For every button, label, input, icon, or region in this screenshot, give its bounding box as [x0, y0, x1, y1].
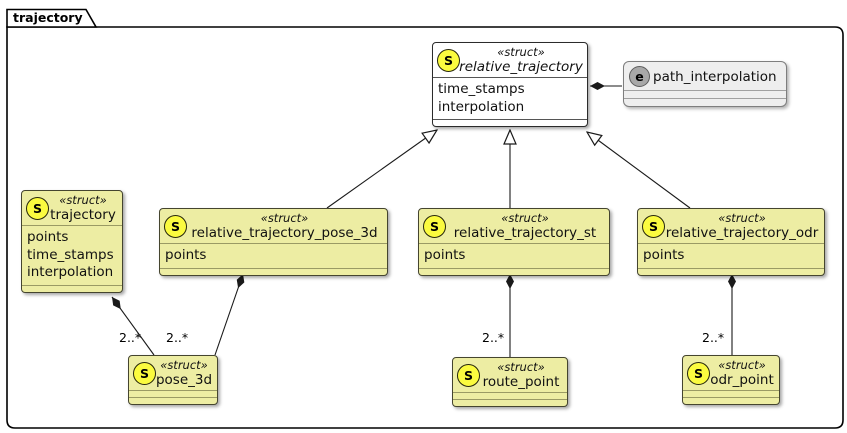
class-relative-trajectory-odr: S «struct» relative_trajectory_odr point…: [637, 208, 825, 276]
field: time_stamps: [27, 246, 114, 263]
class-pose-3d: S «struct» pose_3d: [128, 355, 218, 405]
field: points: [27, 229, 69, 245]
class-header: S «struct» trajectory: [22, 191, 122, 225]
class-odr-point: S «struct» odr_point: [682, 355, 780, 405]
edge-composition-relpose3d-pose3d: [214, 273, 245, 356]
struct-spot-icon: S: [164, 215, 187, 238]
struct-spot-icon: S: [457, 364, 480, 387]
class-header: S «struct» route_point: [453, 358, 567, 392]
class-relative-trajectory-st: S «struct» relative_trajectory_st points: [418, 208, 610, 276]
struct-spot-icon: S: [437, 49, 460, 72]
class-header: S «struct» relative_trajectory_st: [419, 209, 609, 243]
methods-compartment: [22, 284, 122, 292]
class-header: S «struct» odr_point: [683, 356, 779, 390]
class-name: path_interpolation: [653, 68, 777, 85]
field: points: [424, 247, 466, 263]
fields-compartment: points: [419, 243, 609, 268]
field: points: [643, 247, 685, 263]
stereotype: «struct»: [160, 358, 208, 372]
struct-spot-icon: S: [687, 362, 710, 385]
fields-compartment: points: [638, 243, 824, 268]
stereotype: «struct»: [497, 45, 545, 59]
fields-compartment: points time_stamps interpolation: [22, 225, 122, 285]
class-name: relative_trajectory_st: [453, 225, 597, 241]
multiplicity-label: 2..*: [702, 330, 725, 345]
package-tab: [6, 8, 98, 28]
struct-spot-icon: S: [423, 215, 446, 238]
stereotype: «struct»: [501, 211, 549, 225]
class-name: relative_trajectory: [459, 59, 583, 75]
class-route-point: S «struct» route_point: [452, 357, 568, 407]
class-path-interpolation: e path_interpolation: [623, 61, 787, 107]
multiplicity-label: 2..*: [166, 330, 189, 345]
struct-spot-icon: S: [642, 215, 665, 238]
edge-generalization-pose3d: [326, 130, 437, 209]
fields-compartment: [453, 392, 567, 399]
methods-compartment: [160, 267, 387, 275]
struct-spot-icon: S: [133, 362, 156, 385]
stereotype: «struct»: [718, 358, 766, 372]
methods-compartment: [433, 119, 587, 126]
field: points: [165, 247, 207, 263]
class-trajectory: S «struct» trajectory points time_stamps…: [21, 190, 123, 293]
methods-compartment: [129, 397, 217, 404]
stereotype: «struct»: [260, 211, 309, 225]
stereotype: «struct»: [497, 360, 545, 374]
class-relative-trajectory-pose-3d: S «struct» relative_trajectory_pose_3d p…: [159, 208, 388, 276]
package-frame: [6, 26, 844, 429]
edge-composition-trajectory-pose3d: [111, 296, 155, 356]
class-name: pose_3d: [155, 372, 213, 388]
class-relative-trajectory: S «struct» relative_trajectory time_stam…: [432, 42, 588, 127]
edge-generalization-odr: [587, 132, 691, 209]
class-name: relative_trajectory_odr: [665, 225, 819, 241]
stereotype: «struct»: [718, 211, 766, 225]
enum-spot-icon: e: [629, 66, 650, 87]
methods-compartment: [624, 98, 786, 106]
methods-compartment: [419, 267, 609, 275]
fields-compartment: [683, 390, 779, 397]
methods-compartment: [683, 397, 779, 404]
field: time_stamps: [438, 81, 525, 97]
class-header: S «struct» relative_trajectory_pose_3d: [160, 209, 387, 243]
class-name: odr_point: [710, 372, 774, 388]
values-compartment: [624, 90, 786, 98]
class-name: route_point: [482, 374, 560, 390]
methods-compartment: [453, 399, 567, 406]
field: interpolation: [438, 98, 525, 115]
class-header: e path_interpolation: [624, 62, 786, 90]
fields-compartment: time_stamps interpolation: [433, 77, 587, 119]
fields-compartment: points: [160, 243, 387, 268]
class-name: trajectory: [50, 207, 116, 223]
fields-compartment: [129, 390, 217, 397]
multiplicity-label: 2..*: [482, 330, 505, 345]
package-title: trajectory: [13, 10, 83, 25]
stereotype: «struct»: [59, 193, 107, 207]
methods-compartment: [638, 267, 824, 275]
struct-spot-icon: S: [26, 197, 49, 220]
class-name: relative_trajectory_pose_3d: [191, 225, 378, 241]
class-header: S «struct» relative_trajectory_odr: [638, 209, 824, 243]
multiplicity-label: 2..*: [119, 330, 142, 345]
class-header: S «struct» relative_trajectory: [433, 43, 587, 77]
field: interpolation: [27, 264, 114, 280]
class-header: S «struct» pose_3d: [129, 356, 217, 390]
